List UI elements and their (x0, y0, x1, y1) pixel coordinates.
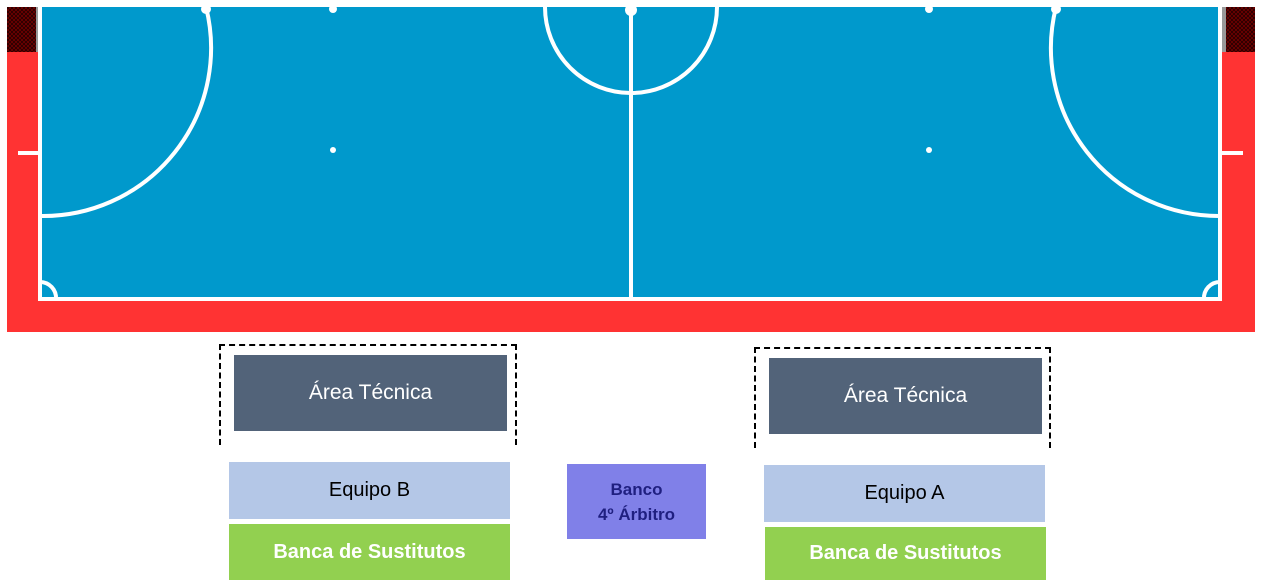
left-technical-area: Área Técnica (234, 355, 507, 431)
left-penalty-spot (330, 147, 336, 153)
center-circle (543, 6, 719, 95)
right-technical-area: Área Técnica (769, 358, 1042, 434)
right-technical-area-label: Área Técnica (843, 384, 968, 407)
left-technical-area-boundary (219, 344, 517, 445)
left-goal-net (7, 7, 38, 52)
right-technical-area-boundary (754, 347, 1051, 448)
right-penalty-area (1048, 6, 1221, 219)
right-substitutes-bench: Banca de Sustitutos (765, 527, 1046, 580)
left-substitutes-bench-label: Banca de Sustitutos (273, 540, 466, 563)
right-substitutes-bench-label: Banca de Sustitutos (809, 542, 1002, 564)
right-penalty-spot (926, 147, 932, 153)
fourth-official-bench-line2: 4º Árbitro (597, 504, 676, 524)
left-technical-area-label: Área Técnica (308, 381, 433, 404)
left-team-name: Equipo B (328, 479, 411, 501)
right-goal-net (1224, 7, 1255, 52)
futsal-court (7, 0, 1255, 332)
left-team-label: Equipo B (229, 462, 510, 519)
fourth-official-bench: Banco 4º Árbitro (567, 464, 706, 539)
right-team-label: Equipo A (764, 465, 1045, 522)
left-substitutes-bench: Banca de Sustitutos (229, 524, 510, 580)
fourth-official-bench-line1: Banco (610, 479, 663, 499)
right-team-name: Equipo A (864, 482, 945, 504)
left-penalty-area (39, 6, 214, 219)
